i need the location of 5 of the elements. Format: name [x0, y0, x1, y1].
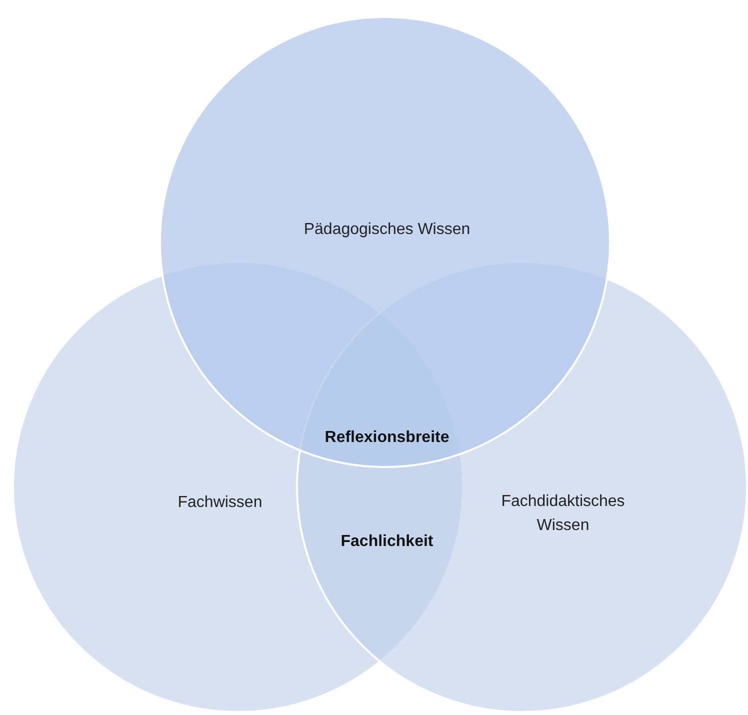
- circle-label: Fachdidaktisches Wissen: [500, 492, 626, 536]
- circle-label: Fachwissen: [176, 493, 264, 513]
- circle-label: Pädagogisches Wissen: [302, 220, 472, 240]
- overlap-label: Reflexionsbreite: [324, 429, 450, 447]
- overlap-label: Fachlichkeit: [340, 533, 434, 551]
